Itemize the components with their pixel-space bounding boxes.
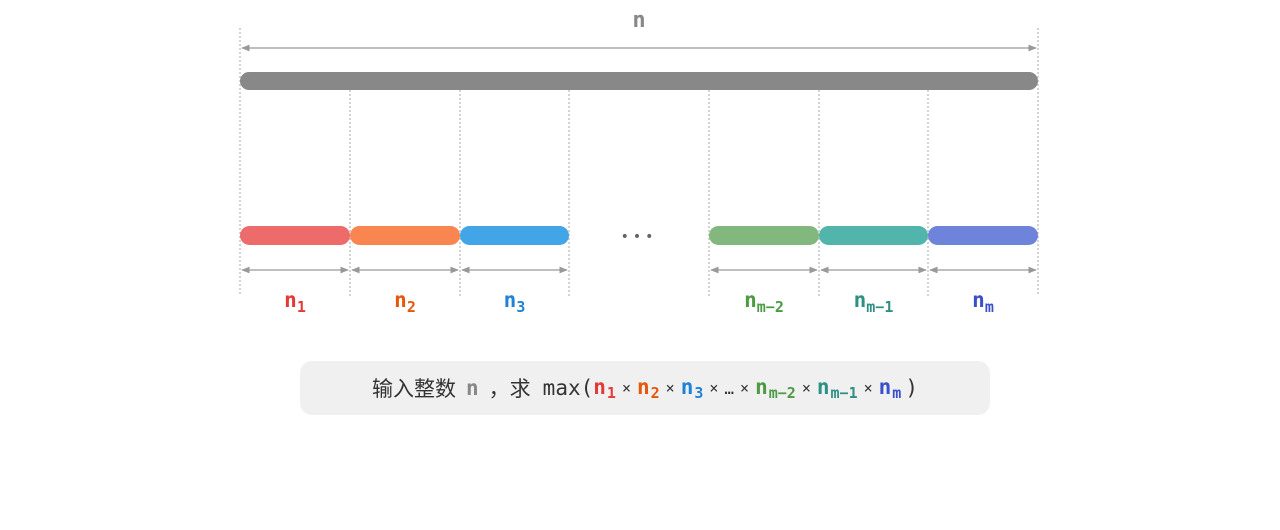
segment-bar-1: [240, 226, 350, 245]
formula-term-3-base: n: [680, 374, 694, 399]
formula-term-6: nm: [879, 375, 902, 402]
segment-label-5-sub: m−1: [866, 298, 893, 316]
segment-label-6-base: n: [972, 288, 985, 312]
segment-label-6-sub: m: [985, 298, 994, 316]
segment-label-1-sub: 1: [297, 298, 306, 316]
formula-times-1: ×: [621, 379, 631, 397]
segment-bar-4: [709, 226, 819, 245]
formula-term-5-base: n: [816, 374, 830, 399]
formula-term-2-sub: 2: [650, 383, 660, 402]
formula-close: ): [905, 376, 918, 400]
formula-middle: ，求: [488, 377, 531, 401]
formula-term-4: nm−2: [755, 375, 796, 402]
top-label-n: n: [632, 8, 645, 33]
formula-term-5: nm−1: [817, 375, 858, 402]
formula-func: max(: [542, 376, 594, 400]
segment-label-2: n2: [394, 288, 416, 316]
segment-label-4-base: n: [744, 288, 757, 312]
formula-term-3: n3: [681, 375, 704, 402]
formula-term-4-base: n: [755, 374, 768, 399]
segment-bar-2: [350, 226, 460, 245]
formula-n: n: [466, 376, 479, 400]
segment-label-5-base: n: [854, 288, 867, 312]
formula-ellipsis: …: [724, 378, 735, 398]
segment-label-1: n1: [284, 288, 306, 316]
formula-term-4-sub: m−2: [768, 383, 796, 402]
formula-term-2: n2: [637, 375, 660, 402]
formula-term-6-sub: m: [892, 383, 902, 402]
segment-label-3: n3: [504, 288, 526, 316]
formula-term-6-base: n: [878, 374, 892, 399]
formula-times-3: ×: [709, 379, 719, 397]
formula-prefix: 输入整数: [372, 377, 457, 401]
formula-term-3-sub: 3: [694, 383, 704, 402]
formula-times-4: ×: [740, 379, 750, 397]
segment-label-4-sub: m−2: [757, 298, 784, 316]
segment-label-2-sub: 2: [407, 298, 416, 316]
formula-term-1-base: n: [593, 374, 606, 399]
segment-label-5: nm−1: [854, 288, 894, 316]
total-length-bar: [240, 72, 1038, 90]
formula-times-5: ×: [801, 379, 811, 397]
formula-term-5-sub: m−1: [830, 383, 858, 402]
segment-label-1-base: n: [284, 288, 297, 312]
segment-label-2-base: n: [394, 288, 407, 312]
segment-label-3-base: n: [504, 288, 517, 312]
formula-term-1-sub: 1: [606, 383, 616, 402]
formula-times-2: ×: [665, 379, 675, 397]
segment-label-6: nm: [972, 288, 994, 316]
segment-bar-3: [460, 226, 569, 245]
segment-bar-5: [819, 226, 928, 245]
formula-term-2-base: n: [636, 374, 650, 399]
formula-times-6: ×: [863, 379, 873, 397]
formula-box: 输入整数 n ，求 max( n1 × n2 × n3 × … × nm−2 ×…: [300, 361, 990, 415]
middle-ellipsis: •••: [621, 229, 658, 245]
segment-label-3-sub: 3: [516, 298, 525, 316]
segment-bar-6: [928, 226, 1038, 245]
formula-term-1: n1: [593, 375, 616, 402]
segment-label-4: nm−2: [744, 288, 784, 316]
